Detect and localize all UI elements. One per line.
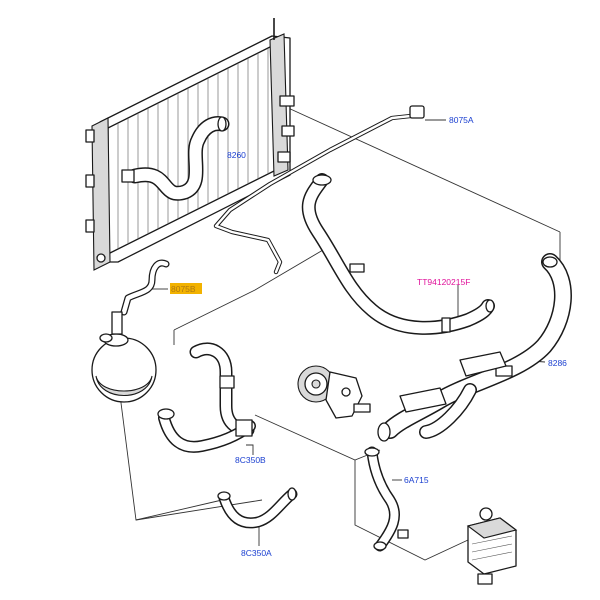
label-TT94120215F: TT94120215F — [417, 277, 470, 287]
hose-8286 — [377, 253, 572, 442]
hose-8075B — [120, 259, 170, 316]
expansion-tank — [91, 311, 157, 403]
hose-TT94120215F — [301, 173, 495, 335]
label-8260: 8260 — [227, 150, 246, 160]
pipe-8075A — [213, 105, 425, 275]
water-pump — [297, 365, 371, 419]
label-8075A: 8075A — [449, 115, 474, 125]
hose-8260 — [121, 116, 230, 201]
hose-8C350A — [217, 487, 298, 529]
label-8C350A: 8C350A — [241, 548, 272, 558]
oil-cooler — [466, 507, 518, 585]
label-8075B: 8075B — [171, 284, 196, 294]
label-6A715: 6A715 — [404, 475, 429, 485]
label-8286: 8286 — [548, 358, 567, 368]
hose-6A715 — [364, 446, 409, 552]
label-8C350B: 8C350B — [235, 455, 266, 465]
hose-8C350B — [157, 342, 256, 453]
label-8075B-highlight — [170, 283, 202, 294]
